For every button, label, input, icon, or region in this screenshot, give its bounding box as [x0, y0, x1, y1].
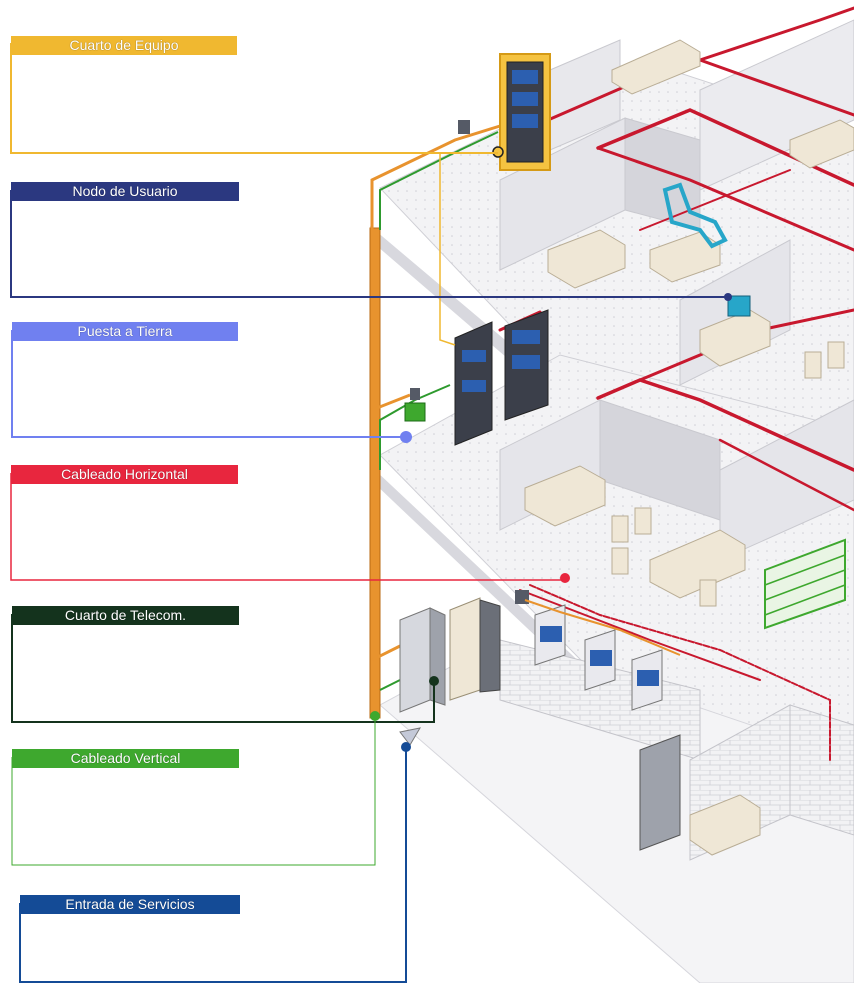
ground-floor-telecom-room	[399, 590, 681, 851]
patch-panels	[764, 538, 846, 630]
legend-label-service-entrance: Entrada de Servicios	[20, 895, 240, 914]
legend-label-telecom-room: Cuarto de Telecom.	[12, 606, 239, 625]
telecom-racks-middle-floor	[410, 309, 549, 446]
legend-label-vertical-cabling: Cableado Vertical	[12, 749, 239, 768]
legend-label-equipment-room: Cuarto de Equipo	[11, 36, 237, 55]
user-node-outlet	[662, 182, 751, 317]
legend-leaders	[10, 43, 732, 983]
legend-label-grounding: Puesta a Tierra	[12, 322, 238, 341]
vertical-backbone	[369, 124, 501, 719]
office-furniture	[524, 39, 854, 856]
legend-label-horizontal-cabling: Cableado Horizontal	[11, 465, 238, 484]
equipment-room-rack	[458, 53, 551, 171]
legend-label-user-node: Nodo de Usuario	[11, 182, 239, 201]
